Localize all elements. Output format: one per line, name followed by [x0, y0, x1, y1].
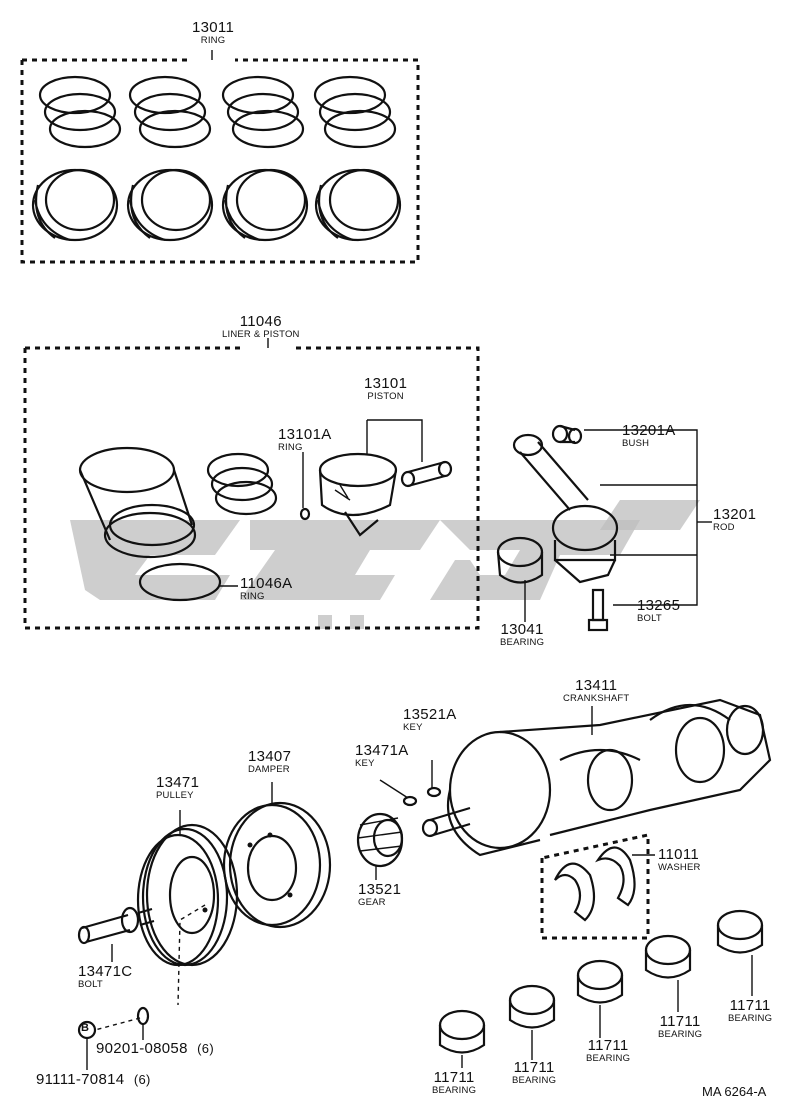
- label-13471a: 13471A KEY: [355, 742, 409, 769]
- label-13265: 13265 BOLT: [637, 597, 681, 624]
- ring-set-group-4: [313, 75, 402, 242]
- label-bearing-4: 11711 BEARING: [658, 1013, 703, 1040]
- watermark-logo: [70, 500, 700, 629]
- label-13471: 13471 PULLEY: [156, 774, 200, 801]
- label-bearing-3: 11711 BEARING: [586, 1037, 631, 1064]
- b-marker-letter: B: [81, 1022, 89, 1034]
- label-91111-70814: 91111-70814 (6): [36, 1071, 151, 1088]
- rod-bolt: [587, 588, 609, 632]
- label-13407: 13407 DAMPER: [248, 748, 292, 775]
- small-end-bush: [551, 424, 583, 445]
- label-13471c: 13471C BOLT: [78, 963, 133, 990]
- label-13101a: 13101A RING: [278, 426, 332, 453]
- rod-bearing: [496, 536, 544, 584]
- piston-ring-set: [206, 452, 278, 516]
- label-13201: 13201 ROD: [713, 506, 757, 533]
- liner-piston-frame: [23, 346, 480, 630]
- pulley: [136, 823, 239, 967]
- label-13201a: 13201A BUSH: [622, 422, 676, 449]
- label-13041: 13041 BEARING: [500, 621, 545, 648]
- piston: [318, 452, 398, 537]
- key-small: [402, 795, 418, 807]
- ring-set-group-1: [31, 75, 122, 242]
- pulley-bolt: [77, 906, 155, 945]
- main-bearing-3: [576, 959, 624, 1004]
- ring-set-group-2: [126, 75, 214, 242]
- label-90201-08058: 90201-08058 (6): [96, 1040, 214, 1057]
- label-13101: 13101 PISTON: [364, 375, 408, 402]
- snap-ring: [299, 507, 311, 521]
- thrust-washers: [554, 846, 636, 922]
- main-bearing-5: [716, 909, 764, 954]
- main-bearing-1: [438, 1009, 486, 1054]
- ring-set-group-3: [221, 75, 309, 242]
- connecting-rod: [512, 433, 619, 584]
- label-13521a: 13521A KEY: [403, 706, 457, 733]
- label-bearing-5: 11711 BEARING: [728, 997, 773, 1024]
- main-bearing-4: [644, 934, 692, 979]
- label-13521: 13521 GEAR: [358, 881, 402, 908]
- diagram-code: MA 6264-A: [702, 1084, 767, 1099]
- cylinder-liner: [78, 446, 197, 559]
- label-13411: 13411 CRANKSHAFT: [563, 677, 630, 704]
- label-11046: 11046 LINER & PISTON: [222, 313, 300, 340]
- lock-washer: [136, 1006, 150, 1026]
- label-bearing-2: 11711 BEARING: [512, 1059, 557, 1086]
- damper: [222, 801, 332, 929]
- crankshaft: [421, 698, 772, 857]
- ring-set-frame: [20, 58, 420, 264]
- timing-gear: [356, 812, 404, 868]
- label-13011: 13011 RING: [192, 19, 235, 46]
- label-11046a: 11046A RING: [240, 575, 293, 602]
- label-bearing-1: 11711 BEARING: [432, 1069, 477, 1096]
- main-bearing-2: [508, 984, 556, 1029]
- liner-o-ring: [138, 562, 222, 602]
- label-11011: 11011 WASHER: [658, 846, 701, 873]
- key-gear: [426, 786, 442, 798]
- piston-pin: [400, 460, 453, 488]
- washer-frame: [540, 833, 650, 940]
